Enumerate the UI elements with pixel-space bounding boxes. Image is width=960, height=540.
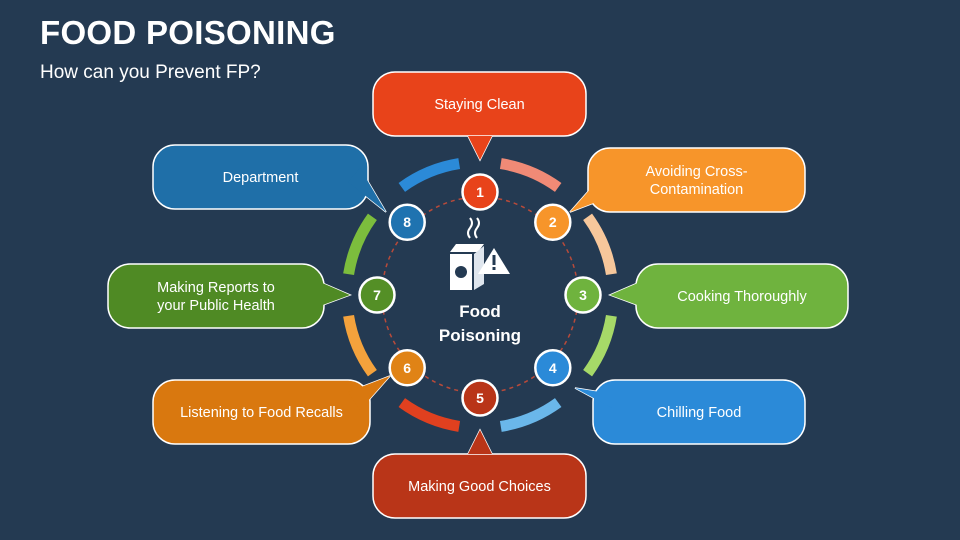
bubble-tail-fill <box>468 430 492 454</box>
bubble-box <box>152 144 369 210</box>
badge-circle <box>534 203 572 241</box>
step-3-label-line-1: Cooking Thoroughly <box>677 289 807 305</box>
bubble-box <box>587 147 806 213</box>
step-badge-2: 2 <box>534 203 572 241</box>
step-badge-3: 3 <box>564 276 602 314</box>
step-2-label-line-1: Avoiding Cross- <box>645 164 747 180</box>
step-6-label-line-1: Listening to Food Recalls <box>180 405 343 421</box>
badge-number: 3 <box>579 287 587 303</box>
step-badge-8: 8 <box>388 203 426 241</box>
badge-circle <box>388 203 426 241</box>
step-bubble-2: Avoiding Cross- Contamination <box>569 147 806 213</box>
outer-ring <box>343 158 617 432</box>
bubble-box <box>107 263 325 329</box>
step-bubble-4: Chilling Food <box>574 379 806 445</box>
badge-number: 6 <box>403 360 411 376</box>
ring-segment-8 <box>398 158 461 192</box>
step-4-label-line-1: Chilling Food <box>657 405 742 421</box>
badge-circle <box>461 379 499 417</box>
step-bubble-5: Making Good Choices <box>372 428 587 519</box>
step-badge-1: 1 <box>461 173 499 211</box>
badge-number: 2 <box>549 214 557 230</box>
bubble-tail-fill <box>575 388 612 408</box>
bubble-box <box>592 379 806 445</box>
bubble-tail-fill <box>348 168 386 212</box>
ring-segment-2 <box>583 213 617 276</box>
center-label-line2: Poisoning <box>438 326 522 345</box>
badge-number: 7 <box>373 287 381 303</box>
ring-segment-6 <box>343 314 377 377</box>
badge-number: 1 <box>476 184 484 200</box>
step-badges: 1 2 3 4 5 6 7 8 <box>358 173 602 417</box>
page-subtitle: How can you Prevent FP? <box>40 62 261 83</box>
center-label-line1: Food <box>459 302 501 321</box>
step-bubble-7: Making Reports to your Public Health <box>107 263 353 329</box>
step-bubble-1: Staying Clean <box>372 71 587 162</box>
step-bubble-3: Cooking Thoroughly <box>607 263 849 329</box>
step-7-label-line-2: your Public Health <box>157 298 275 314</box>
step-badge-6: 6 <box>388 349 426 387</box>
step-7-label-line-1: Making Reports to <box>157 280 275 296</box>
badge-number: 5 <box>476 390 484 406</box>
step-2-label-line-2: Contamination <box>650 182 744 198</box>
bubble-tail-fill <box>610 282 640 306</box>
ring-segment-7 <box>343 213 377 276</box>
bubble-tail-fill <box>348 376 390 410</box>
bubble-tail-fill <box>468 136 492 160</box>
ring-segment-5 <box>398 398 461 432</box>
step-bubble-8: Department <box>152 144 387 213</box>
step-1-label-line-1: Staying Clean <box>434 97 524 113</box>
step-badge-4: 4 <box>534 349 572 387</box>
badge-circle <box>534 349 572 387</box>
bubble-box <box>152 379 371 445</box>
ring-segment-3 <box>583 314 617 377</box>
step-bubble-6: Listening to Food Recalls <box>152 375 391 445</box>
badge-number: 8 <box>403 214 411 230</box>
badge-circle <box>358 276 396 314</box>
ring-segment-1 <box>499 158 562 192</box>
center-label: Food Poisoning <box>420 300 540 348</box>
step-5-label-line-1: Making Good Choices <box>408 479 551 495</box>
badge-circle <box>564 276 602 314</box>
step-8-label-line-1: Department <box>223 170 299 186</box>
badge-circle <box>388 349 426 387</box>
bubble-tail-fill <box>320 282 350 306</box>
step-badge-7: 7 <box>358 276 396 314</box>
badge-circle <box>461 173 499 211</box>
step-badge-5: 5 <box>461 379 499 417</box>
badge-number: 4 <box>549 360 557 376</box>
bubble-tail-fill <box>570 178 612 212</box>
food-carton-warning-icon <box>450 217 510 290</box>
ring-segment-4 <box>499 398 562 432</box>
page-title: FOOD POISONING <box>40 14 336 51</box>
